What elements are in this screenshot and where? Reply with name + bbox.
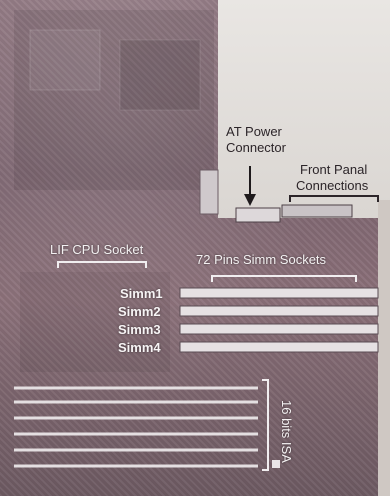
page-edge [378,200,390,496]
at-power-connector [235,207,281,223]
simm-bracket [211,275,357,282]
chip [29,29,101,91]
simm-sockets-label: 72 Pins Simm Sockets [196,252,327,267]
arrow-head-icon [244,194,256,206]
front-panel-label-line1: Front Panal [300,162,368,177]
simm1-label: Simm1 [120,286,163,301]
simm4-label: Simm4 [118,340,161,355]
simm3-label: Simm3 [118,322,161,337]
connector-block [199,169,219,215]
at-power-label-line2: Connector [226,140,286,155]
cpu-socket-bracket [57,261,147,268]
cpu-socket-area [20,272,170,372]
front-panel-label-line2: Connections [296,178,369,193]
lif-cpu-socket-label: LIF CPU Socket [50,242,144,257]
simm2-socket [179,305,379,317]
front-panel-connector [281,204,353,218]
isa-slots [14,386,258,468]
simm3-socket [179,323,379,335]
chip-area [14,10,214,190]
paper-background [218,0,390,218]
front-panel-bracket [289,195,379,202]
at-power-label-line1: AT Power [226,124,282,139]
simm2-label: Simm2 [118,304,161,319]
isa-slots-label: 16 bits ISA [279,400,294,463]
chip [119,39,201,111]
simm1-socket [179,287,379,299]
isa-marker [272,460,280,468]
simm-sockets [179,287,379,353]
simm4-socket [179,341,379,353]
isa-bracket [262,379,269,471]
